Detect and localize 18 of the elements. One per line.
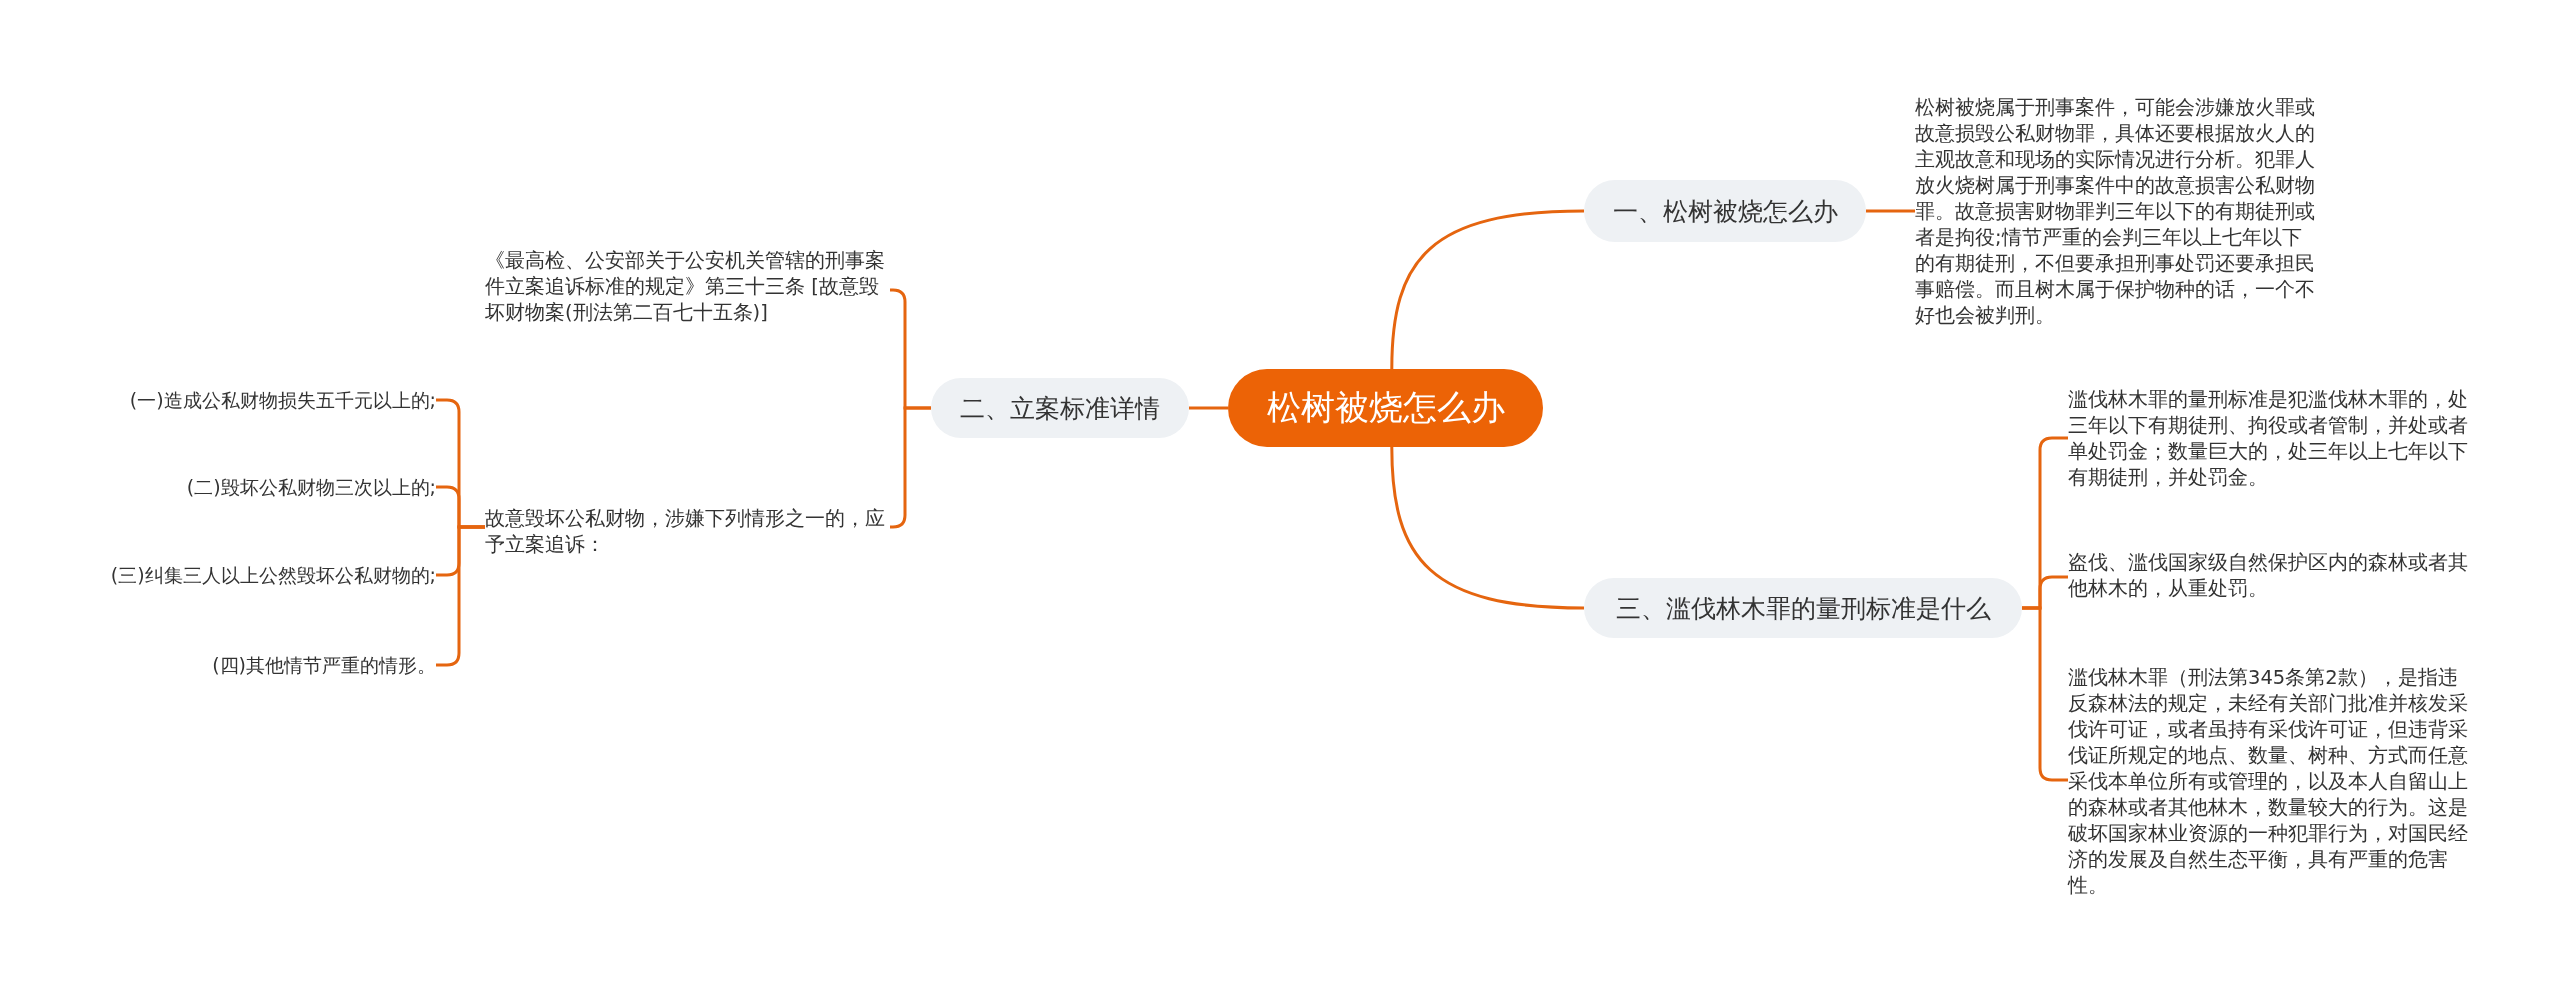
branch-topic: 一、松树被烧怎么办 xyxy=(1584,180,1866,242)
connector-line xyxy=(1866,209,1915,213)
note-text: 滥伐林木罪（刑法第345条第2款），是指违反森林法的规定，未经有关部门批准并核发采伐许可证，或者虽持有采伐许可证，但违背采伐证所规定的地点、数量、树种、方式而任意采伐本单位所有或管理的，以及本人自留山上的森林或者其他林木，数量较大的行为。这是破坏国家林业资源的一种犯罪行为，对国民经济的发展及自然生态平衡，具有严重的危害性。 xyxy=(2068,665,2473,899)
note-text: 滥伐林木罪的量刑标准是犯滥伐林木罪的，处三年以下有期徒刑、拘役或者管制，并处或者单处罚金；数量巨大的，处三年以上七年以下有期徒刑，并处罚金。 xyxy=(2068,387,2473,491)
connector-line xyxy=(1390,209,1585,370)
connector-line xyxy=(1390,446,1585,610)
list-item-text: (二)毁坏公私财物三次以上的; xyxy=(186,474,436,500)
note-text: 《最高检、公安部关于公安机关管辖的刑事案件立案追诉标准的规定》第三十三条 [故意毁坏财物案(刑法第二百七十五条)] xyxy=(485,248,890,326)
note-text: 松树被烧属于刑事案件，可能会涉嫌放火罪或故意损毁公私财物罪，具体还要根据放火人的主观故意和现场的实际情况进行分析。犯罪人放火烧树属于刑事案件中的故意损害公私财物罪。故意损害财物罪判三年以下的有期徒刑或者是拘役;情节严重的会判三年以上七年以下的有期徒刑，不但要承担刑事处罚还要承担民事赔偿。而且树木属于保护物种的话，一个不好也会被判刑。 xyxy=(1915,95,2320,329)
central-topic: 松树被烧怎么办 xyxy=(1228,369,1543,447)
branch-topic: 三、滥伐林木罪的量刑标准是什么 xyxy=(1584,578,2022,638)
list-item-text: (四)其他情节严重的情形。 xyxy=(212,652,436,678)
connector-line xyxy=(1189,406,1228,410)
note-text: 故意毁坏公私财物，涉嫌下列情形之一的，应予立案追诉： xyxy=(485,506,890,558)
branch-topic: 二、立案标准详情 xyxy=(931,378,1189,438)
list-item-text: (三)纠集三人以上公然毁坏公私财物的; xyxy=(110,562,436,588)
list-item-text: (一)造成公私财物损失五千元以上的; xyxy=(129,387,436,413)
note-text: 盗伐、滥伐国家级自然保护区内的森林或者其他林木的，从重处罚。 xyxy=(2068,550,2473,602)
